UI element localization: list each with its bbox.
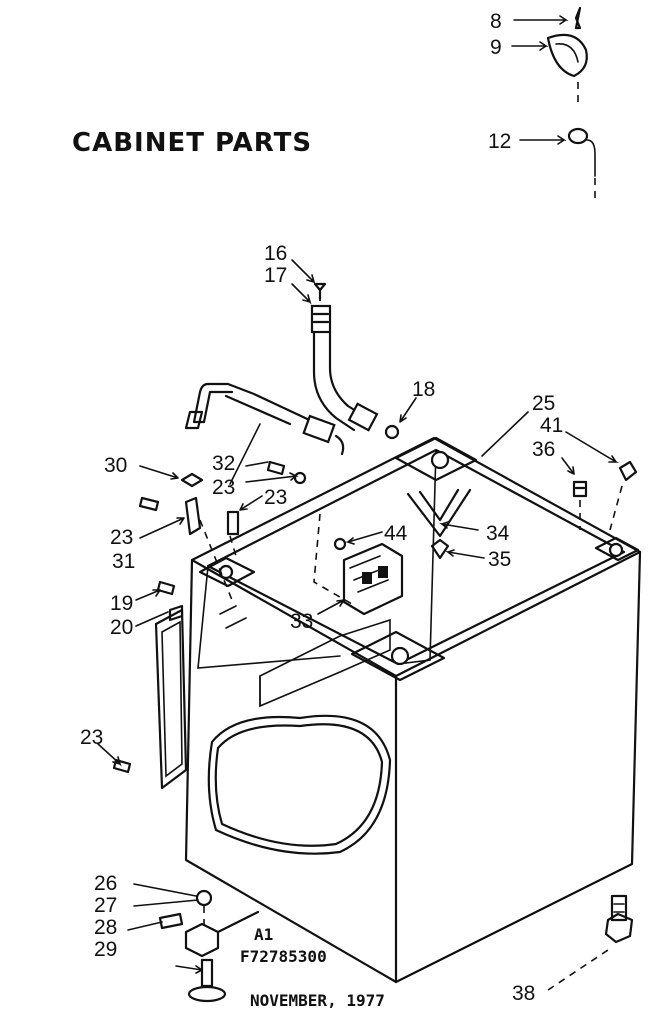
nut-part-26 [195, 889, 213, 907]
leg-part-38 [610, 894, 628, 922]
screw-part-23-bottom [112, 758, 132, 774]
clip-part-35 [430, 538, 450, 560]
leg-part-29 [200, 958, 214, 988]
washer-cabinet [184, 436, 642, 984]
callout-33: 33 [290, 610, 313, 633]
callout-19: 19 [110, 592, 133, 615]
side-panel [154, 608, 188, 790]
callout-9: 9 [490, 36, 502, 59]
cabinet-front-face [184, 558, 398, 984]
clamp-part-16 [313, 282, 327, 302]
drawing-caption: A1 F72785300 NOVEMBER, 1977 [240, 925, 385, 1010]
brace-part-34 [406, 488, 472, 538]
left-fastener-group [112, 460, 307, 790]
switch-part-33 [342, 542, 404, 616]
cabinet-cutaway-opening [207, 714, 392, 855]
callout-16: 16 [264, 242, 287, 265]
callout-34: 34 [486, 522, 510, 545]
clip-parts-group [546, 6, 596, 200]
cabinet-side-face [394, 550, 642, 984]
screw-part-23-left [138, 496, 160, 512]
drawing-number: F72785300 [240, 947, 327, 966]
callout-35: 35 [488, 548, 511, 571]
screw-part-23-mid [226, 510, 240, 536]
washer-part-18 [384, 424, 400, 440]
callout-numbers: 8 9 12 16 17 18 25 41 36 30 32 23 23 23 … [80, 10, 563, 1005]
washer-part-44 [333, 537, 347, 551]
callout-44: 44 [384, 522, 408, 545]
leader-lines [97, 15, 619, 991]
right-fastener-group [572, 460, 638, 531]
leveling-legs-group [158, 889, 634, 1003]
callout-28: 28 [94, 916, 117, 939]
bushing-part-27 [158, 912, 184, 930]
diagram-title: CABINET PARTS [72, 128, 312, 158]
clip-part-30 [180, 472, 204, 488]
callout-25: 25 [532, 392, 555, 415]
clip-part-9 [546, 33, 588, 78]
water-hose-group [184, 282, 400, 456]
callout-23-mid: 23 [264, 486, 287, 509]
callout-31: 31 [112, 550, 135, 573]
bracket-part-31 [184, 496, 202, 536]
screw-part-19 [156, 580, 176, 596]
callout-41: 41 [540, 414, 563, 437]
callout-38: 38 [512, 982, 535, 1005]
hose-connector-part-32 [302, 414, 336, 444]
screw-part-23-top [266, 460, 286, 476]
callout-20: 20 [110, 616, 133, 639]
drawing-date: NOVEMBER, 1977 [250, 991, 385, 1010]
callout-32: 32 [212, 452, 235, 475]
switch-assembly [219, 513, 404, 629]
callout-27: 27 [94, 894, 117, 917]
callout-23-bottom: 23 [80, 726, 103, 749]
callout-23-top: 23 [212, 476, 235, 499]
screw-part-8 [574, 6, 582, 30]
callout-26: 26 [94, 872, 117, 895]
plug-part-12 [567, 127, 589, 145]
bracket-part-28 [184, 922, 220, 958]
callout-17: 17 [264, 264, 287, 287]
callout-12: 12 [488, 130, 511, 153]
hose-fitting-part-17 [310, 304, 332, 334]
clip-part-41 [618, 460, 638, 482]
callout-18: 18 [412, 378, 435, 401]
callout-29: 29 [94, 938, 117, 961]
callout-30: 30 [104, 454, 127, 477]
nut-part-36 [572, 480, 588, 498]
model-code: A1 [254, 925, 273, 944]
callout-8: 8 [490, 10, 502, 33]
callout-23-left: 23 [110, 526, 133, 549]
callout-36: 36 [532, 438, 555, 461]
